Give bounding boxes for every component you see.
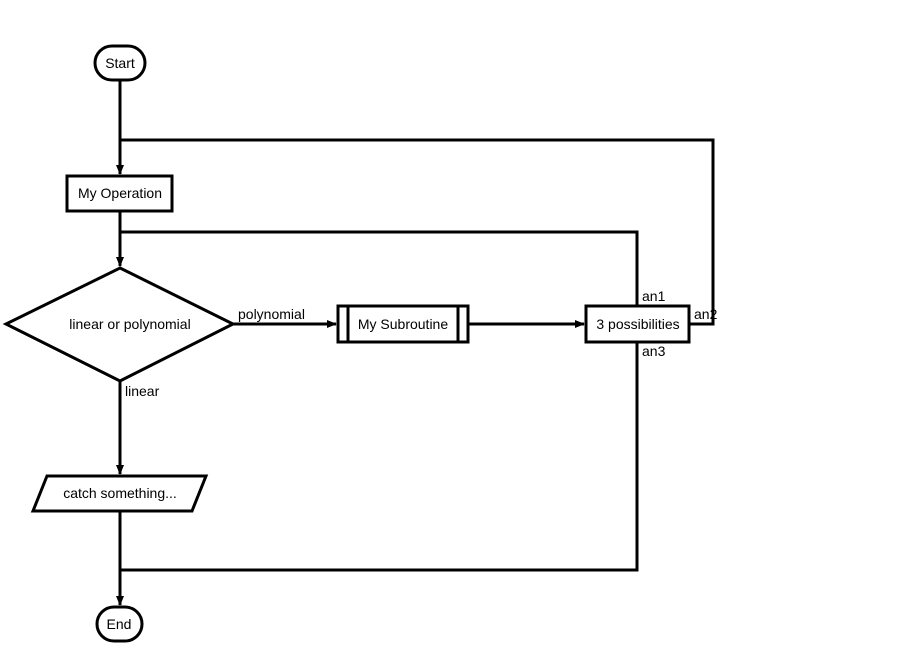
node-catch: catch something... — [30, 474, 209, 513]
edge-label-polynomial: polynomial — [238, 306, 305, 322]
end-terminator-shape — [95, 605, 144, 643]
operation-process-shape — [65, 174, 174, 213]
possibilities-process-shape — [584, 304, 691, 344]
node-operation: My Operation — [65, 174, 174, 213]
decision-label: linear or polynomial — [69, 316, 190, 332]
edge-label-linear: linear — [125, 383, 160, 399]
node-decision: linear or polynomial — [2, 266, 237, 383]
edges — [116, 81, 715, 606]
possibilities-label: 3 possibilities — [596, 316, 679, 332]
decision-diamond-shape — [2, 266, 237, 383]
node-end: End — [95, 605, 144, 643]
subroutine-label: My Subroutine — [358, 316, 448, 332]
edge-labels: polynomial linear an1 an2 an3 — [125, 288, 718, 399]
edge-possibilities-to-operation — [120, 138, 715, 326]
catch-parallelogram-shape — [30, 474, 209, 513]
start-label: Start — [105, 55, 135, 71]
edge-label-an1: an1 — [642, 288, 666, 304]
catch-label: catch something... — [63, 485, 177, 501]
edge-label-an3: an3 — [642, 343, 666, 359]
edge-possibilities-to-end — [120, 343, 639, 572]
operation-label: My Operation — [78, 185, 162, 201]
node-possibilities: 3 possibilities — [584, 304, 691, 344]
node-subroutine: My Subroutine — [336, 304, 470, 344]
edge-possibilities-to-decision — [120, 230, 639, 305]
edge-label-an2: an2 — [694, 306, 718, 322]
start-terminator-shape — [93, 44, 147, 82]
subroutine-outer-shape — [336, 304, 470, 344]
node-start: Start — [93, 44, 147, 82]
end-label: End — [107, 616, 132, 632]
